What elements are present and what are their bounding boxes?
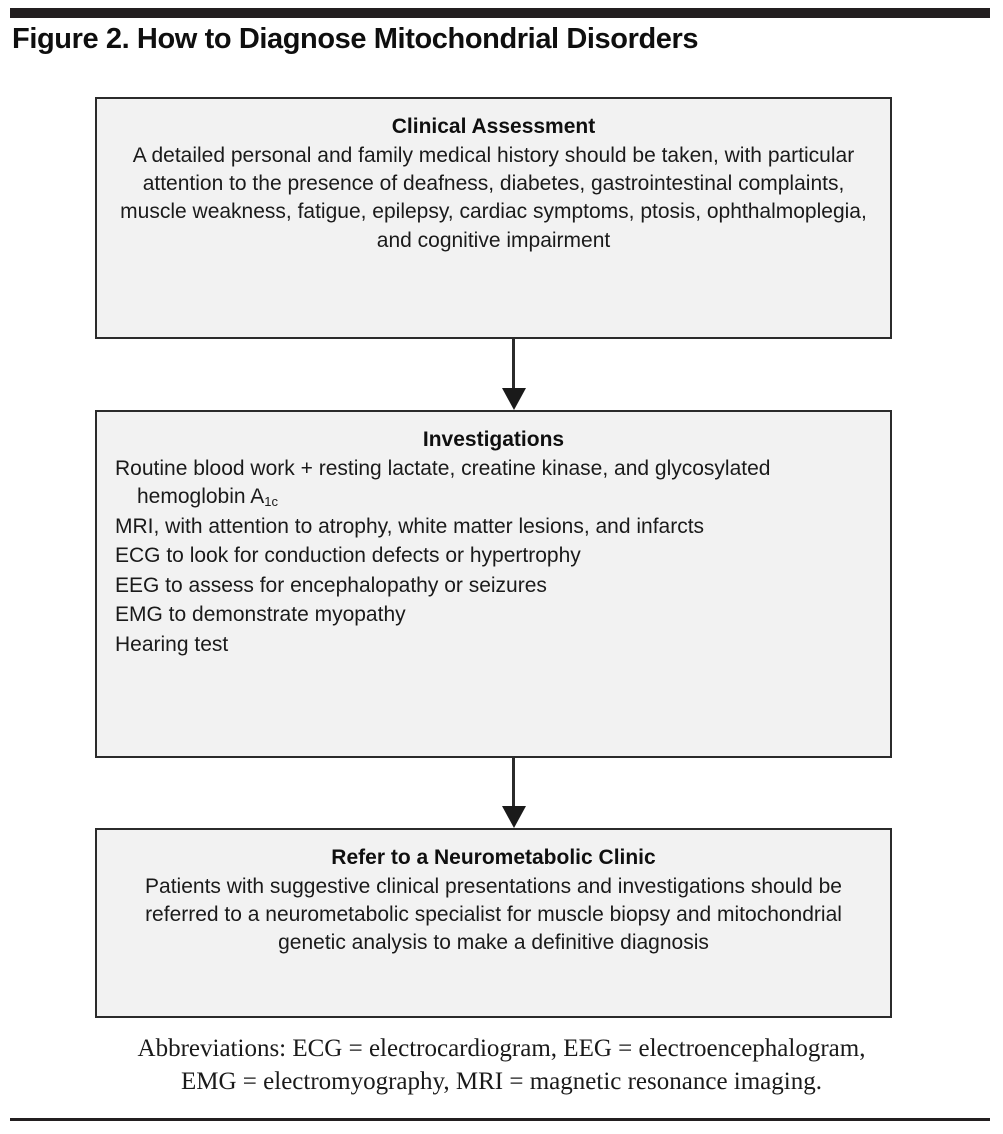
flow-box-referral: Refer to a Neurometabolic Clinic Patient… (95, 828, 892, 1018)
investigations-list: Routine blood work + resting lactate, cr… (115, 455, 872, 660)
footnote-line-1: Abbreviations: ECG = electrocardiogram, … (137, 1035, 866, 1062)
box-heading-clinical-assessment: Clinical Assessment (391, 115, 596, 138)
page-title: Figure 2. How to Diagnose Mitochondrial … (12, 23, 699, 55)
arrow-down-icon-clinical-to-investigations (502, 339, 526, 410)
box-heading-referral: Refer to a Neurometabolic Clinic (331, 846, 656, 869)
abbreviations-footnote: Abbreviations: ECG = electrocardiogram, … (14, 1032, 989, 1098)
list-item: ECG to look for conduction defects or hy… (115, 544, 581, 568)
list-item: Hearing test (115, 633, 229, 656)
arrow-down-icon-investigations-to-referral (502, 758, 526, 828)
box-body-clinical-assessment: A detailed personal and family medical h… (120, 143, 867, 252)
flow-box-clinical-assessment: Clinical Assessment A detailed personal … (95, 97, 892, 339)
top-rule-divider (10, 8, 990, 18)
subscript-1c: 1c (264, 494, 279, 510)
box-heading-investigations: Investigations (422, 428, 565, 451)
box-body-referral: Patients with suggestive clinical presen… (145, 874, 842, 955)
arrow-shaft (512, 339, 515, 391)
list-item: EEG to assess for encephalopathy or seiz… (115, 573, 547, 597)
footnote-line-2: EMG = electromyography, MRI = magnetic r… (181, 1068, 822, 1095)
arrow-head (502, 388, 526, 410)
list-item-text: Routine blood work + resting lactate, cr… (115, 456, 771, 509)
list-item: Routine blood work + resting lactate, cr… (115, 455, 872, 512)
list-item: MRI, with attention to atrophy, white ma… (115, 514, 705, 538)
list-item: EMG to demonstrate myopathy (115, 603, 406, 627)
arrow-shaft (512, 758, 515, 809)
arrow-head (502, 806, 526, 828)
bottom-rule-divider (10, 1118, 990, 1121)
flow-box-investigations: Investigations Routine blood work + rest… (95, 410, 892, 758)
